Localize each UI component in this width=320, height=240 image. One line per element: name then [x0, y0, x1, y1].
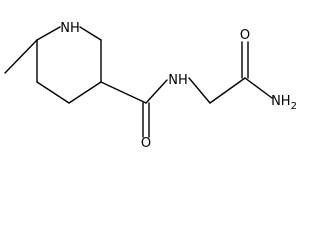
- bond-nh-ch2: [188, 77, 211, 104]
- atom-label-amide-o: O: [141, 136, 151, 148]
- structure-diagram: NH NH O O NH2: [4, 21, 297, 148]
- bonds: [4, 26, 273, 138]
- bond-c3-carbonyl: [100, 81, 147, 104]
- atom-label-terminal-nh2: NH2: [271, 94, 297, 112]
- bond-carbonyl-nh: [145, 79, 168, 104]
- atom-label-terminal-o: O: [240, 28, 250, 43]
- atom-label-subscript: 2: [291, 101, 297, 112]
- bond-ring-n-c2: [79, 26, 102, 41]
- bond-ring-c3-c4: [68, 81, 102, 104]
- bond-ring-c4-c5: [36, 81, 70, 104]
- atom-label-amide-nh: NH: [168, 73, 188, 88]
- bond-ch2-carbonyl: [209, 77, 246, 104]
- atom-label-ring-nh: NH: [60, 21, 80, 36]
- bond-methyl: [4, 39, 38, 74]
- bond-terminal-nh2: [244, 77, 273, 99]
- atom-labels: NH NH O O NH2: [60, 21, 297, 148]
- bond-ring-c6-n: [36, 26, 61, 41]
